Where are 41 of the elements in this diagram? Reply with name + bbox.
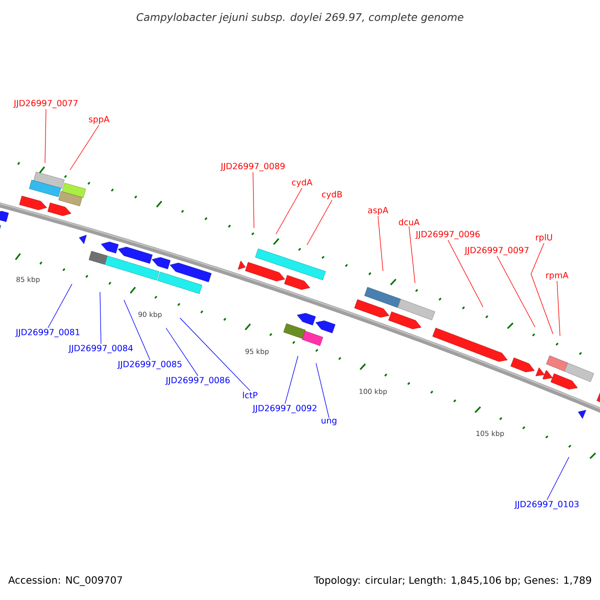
gene-label: aspA [368, 207, 388, 215]
gene-label: rpmA [546, 272, 568, 280]
leader-line [284, 356, 298, 404]
leader-line [48, 284, 72, 328]
leader-line [408, 226, 416, 284]
gene-label: JJD26997_0086 [165, 376, 230, 386]
gene-label: lctP [243, 392, 258, 398]
gene-label: JJD26997_0103 [514, 500, 579, 510]
footer-text: Accession: NC_009707 [8, 576, 122, 586]
gene-label: JJD26997_0077 [13, 100, 78, 108]
leader-line [378, 216, 384, 272]
leader-line [448, 240, 484, 308]
gene-label: ung [322, 418, 336, 426]
gene-label: dcuA [398, 218, 420, 226]
leader-line [166, 328, 198, 376]
gene-label: JJD26997_0089 [220, 162, 285, 172]
leader-line [530, 242, 554, 334]
gene-label: cydB [322, 190, 342, 200]
gene-label: JJD26997_0092 [252, 404, 316, 414]
title: Campylobacter jejuni subsp. doylei 269.97, complete genome [136, 12, 464, 24]
leader-line [276, 188, 302, 234]
leader-line [546, 456, 570, 500]
leader-line [124, 300, 150, 360]
gene-label: sppA [88, 116, 110, 124]
leader-line [70, 124, 100, 170]
gene-label: rplU [536, 234, 552, 242]
gene-label: JJD26997_0097 [464, 246, 528, 256]
leader-line [180, 318, 250, 392]
leader-line [100, 292, 102, 344]
gene-label: JJD26997_0085 [117, 360, 182, 370]
leader-line [252, 172, 254, 228]
gene-label: JJD26997_0084 [68, 344, 133, 354]
leader-line [306, 200, 332, 246]
leader-line [556, 280, 560, 336]
footer-text: Topology: circular; Length: 1,845,106 bp; Genes: 1,789 [314, 576, 592, 586]
leader-line [316, 362, 330, 418]
gene-label: JJD26997_0081 [15, 328, 80, 338]
leader-line [44, 108, 46, 164]
leader-line [496, 256, 536, 328]
gene-label: JJD26997_0096 [415, 230, 480, 240]
gene-label: cydA [292, 178, 312, 188]
